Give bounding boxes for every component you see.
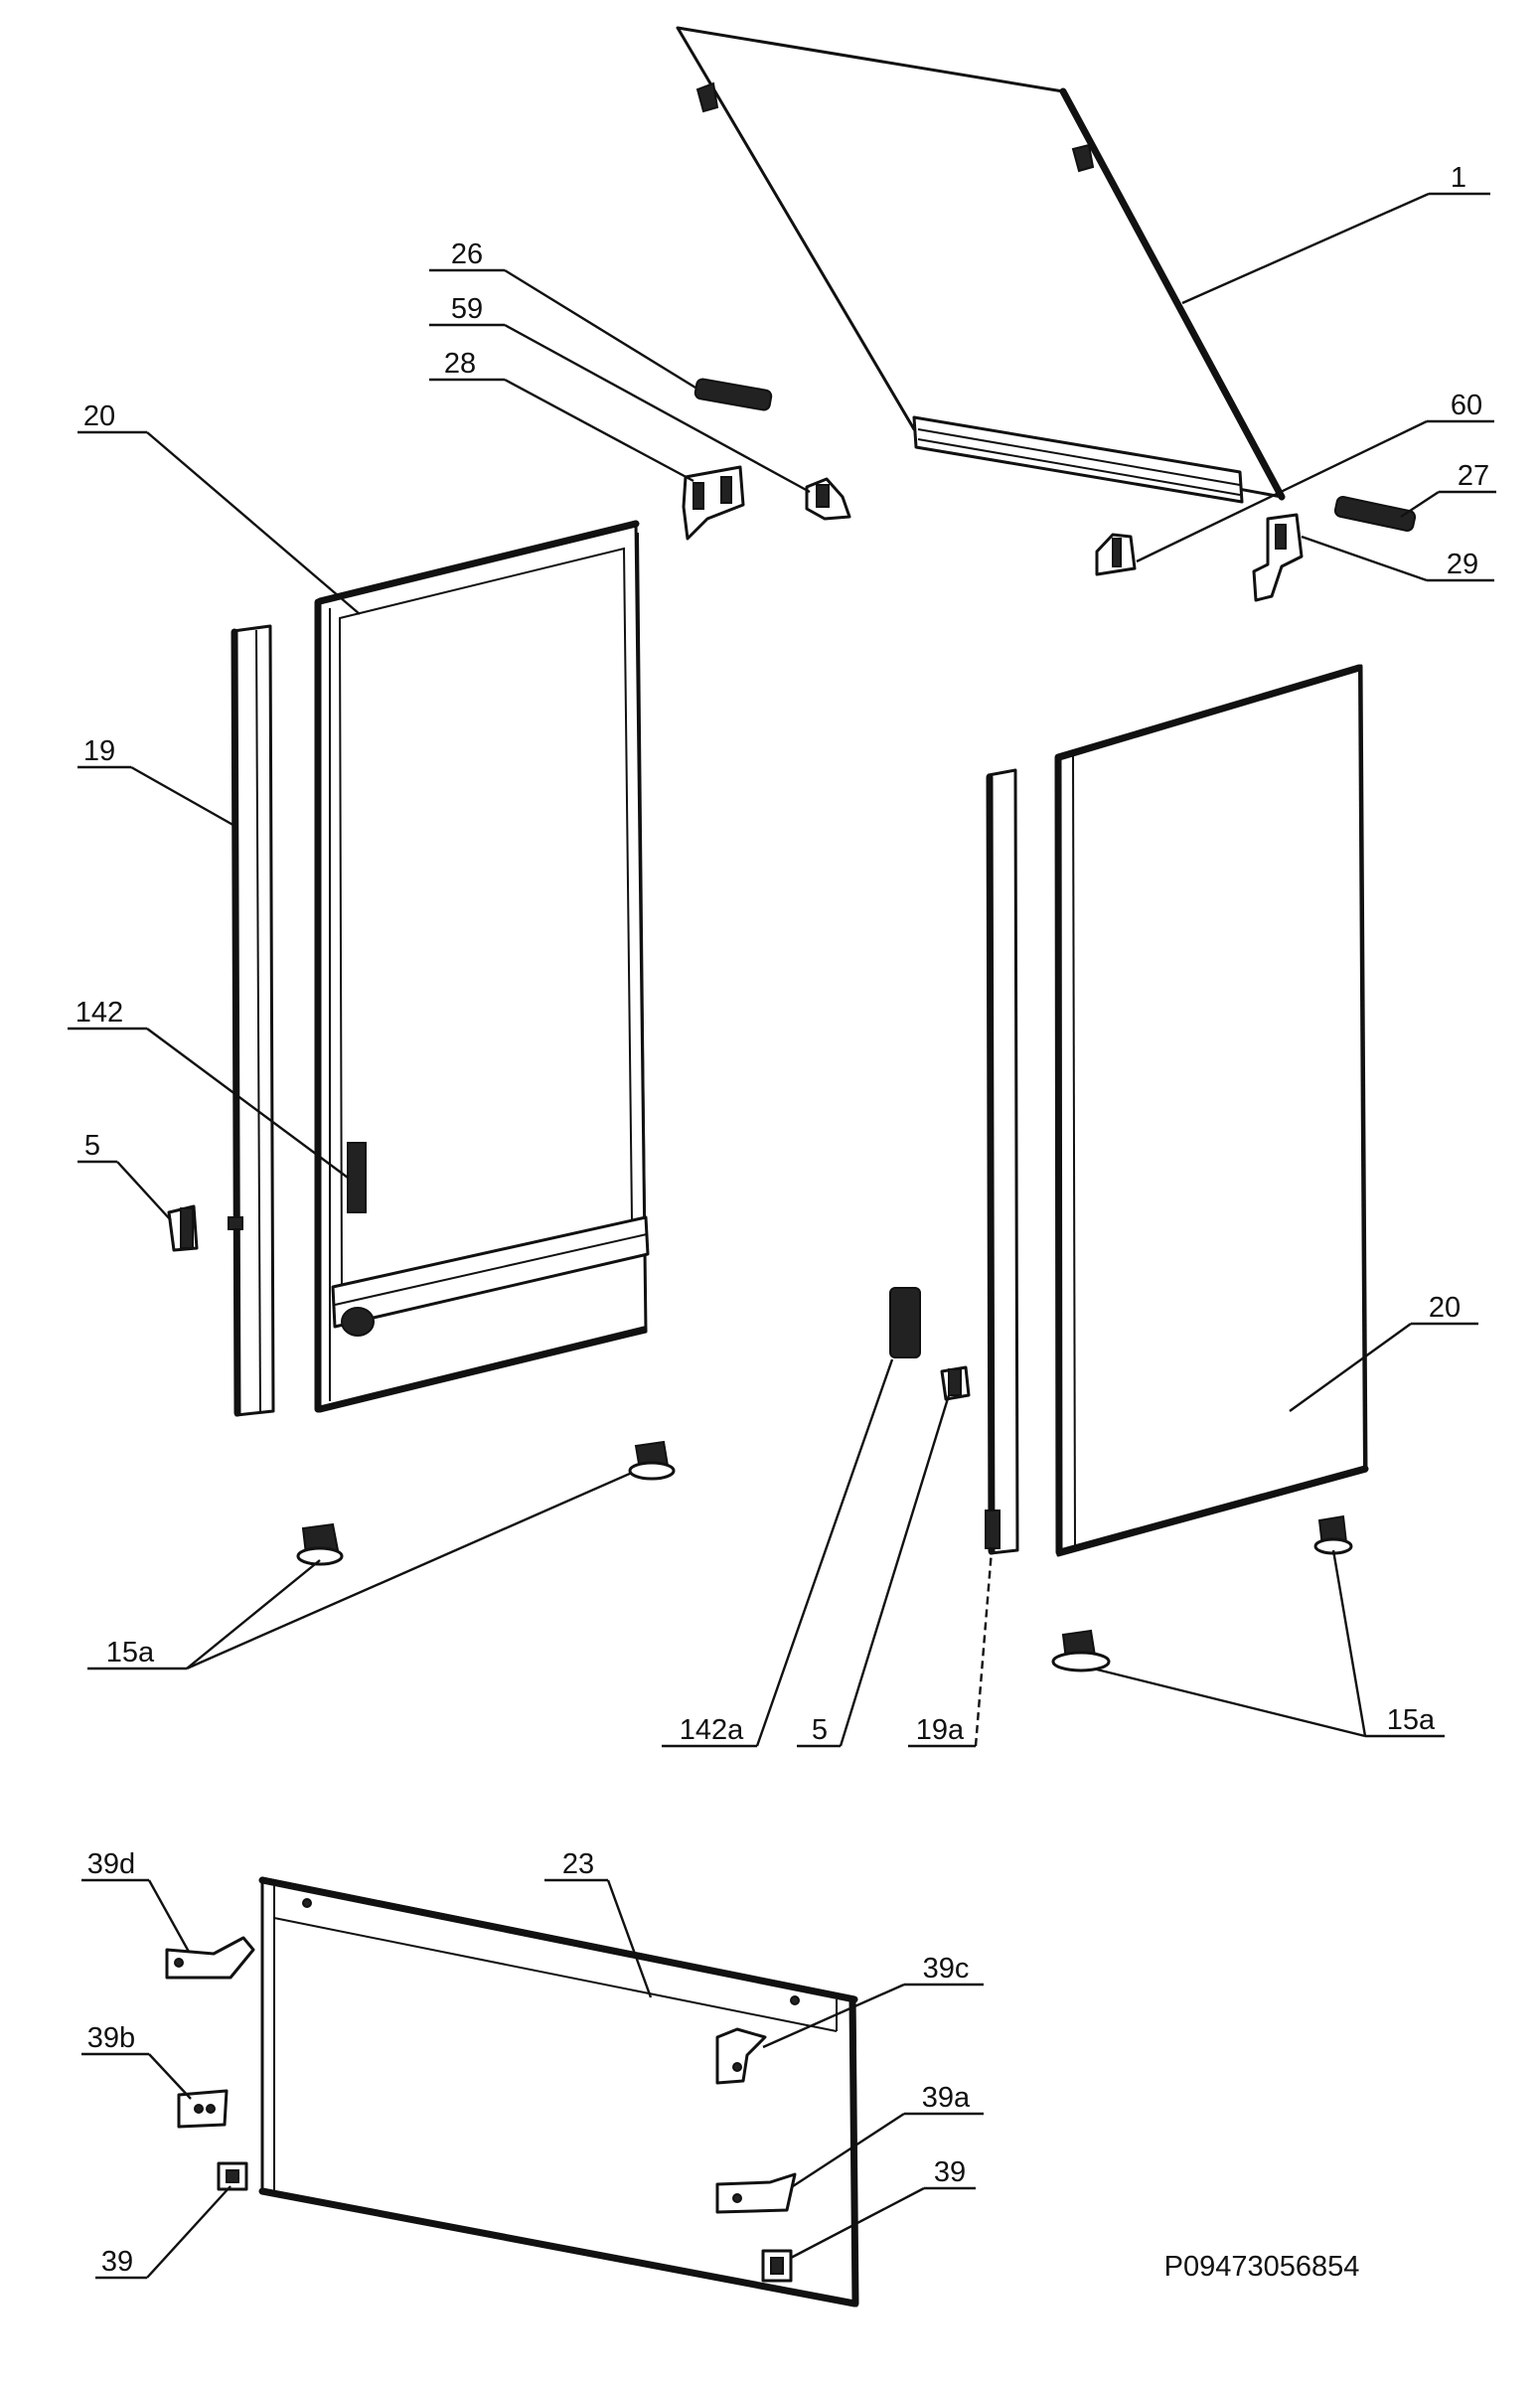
label-5-left-text: 5 <box>84 1130 100 1162</box>
part-1-top-panel <box>676 26 1286 504</box>
label-142-text: 142 <box>76 997 123 1029</box>
label-29-text: 29 <box>1447 549 1478 580</box>
label-15a-left-text: 15a <box>106 1637 155 1669</box>
label-27: 27 <box>1400 460 1496 519</box>
label-23: 23 <box>544 1848 653 1998</box>
label-60: 60 <box>1136 390 1494 563</box>
label-19: 19 <box>77 735 237 829</box>
part-15a-right-feet <box>1051 1514 1353 1672</box>
diagram-code: P09473056854 <box>1164 2251 1360 2283</box>
part-39-left-cap <box>217 2161 248 2191</box>
label-27-text: 27 <box>1458 460 1489 492</box>
label-15a-right: 15a <box>1096 1549 1445 1738</box>
label-20-right-text: 20 <box>1429 1292 1461 1324</box>
label-39-left: 39 <box>95 2185 231 2280</box>
part-26-hinge-spring <box>693 378 773 411</box>
part-60-clip <box>1095 533 1137 576</box>
part-39d-bracket <box>165 1936 255 1980</box>
part-5-right-clip <box>940 1365 971 1401</box>
label-19-text: 19 <box>83 735 115 767</box>
part-39c-bracket <box>715 2027 767 2085</box>
label-15a-left: 15a <box>87 1471 633 1670</box>
label-39c-text: 39c <box>923 1953 970 1985</box>
label-28-text: 28 <box>444 348 476 380</box>
label-39d-text: 39d <box>87 1848 135 1880</box>
label-142a-text: 142a <box>680 1714 744 1746</box>
label-5-right-text: 5 <box>812 1714 828 1746</box>
label-29: 29 <box>1301 535 1494 582</box>
part-20-right-door <box>1054 664 1369 1557</box>
part-39a-bracket <box>715 2172 797 2214</box>
label-23-text: 23 <box>562 1848 594 1880</box>
part-23-bottom-panel <box>258 1876 859 2307</box>
label-39-left-text: 39 <box>101 2246 133 2278</box>
part-29-hinge-bracket <box>1252 513 1304 602</box>
label-20-left: 20 <box>77 400 361 615</box>
label-1: 1 <box>1181 162 1490 305</box>
part-19-left-strip <box>228 624 275 1417</box>
label-39a-text: 39a <box>922 2082 971 2114</box>
label-142: 142 <box>68 997 349 1179</box>
label-39c: 39c <box>762 1953 984 2049</box>
label-142a: 142a <box>662 1358 894 1748</box>
label-28: 28 <box>429 348 694 483</box>
label-5-right: 5 <box>797 1394 951 1748</box>
label-15a-right-text: 15a <box>1387 1704 1436 1736</box>
part-142a-block <box>889 1287 921 1358</box>
part-28-hinge-bracket <box>682 465 745 541</box>
label-59: 59 <box>429 293 811 494</box>
label-60-text: 60 <box>1451 390 1482 421</box>
part-39-right-cap <box>761 2249 793 2283</box>
part-15a-left-feet <box>296 1440 676 1566</box>
label-39d: 39d <box>81 1848 191 1953</box>
part-5-left-clip <box>167 1204 199 1252</box>
label-1-text: 1 <box>1451 162 1466 194</box>
label-20-right: 20 <box>1289 1292 1478 1412</box>
label-19a: 19a <box>908 1549 994 1748</box>
label-59-text: 59 <box>451 293 483 325</box>
part-39b-bracket <box>177 2089 229 2129</box>
part-20-left-door <box>314 520 650 1413</box>
part-27-hinge-spring <box>1333 496 1417 532</box>
label-19a-text: 19a <box>916 1714 965 1746</box>
label-26: 26 <box>429 238 696 390</box>
label-39b-text: 39b <box>87 2022 135 2054</box>
label-39-right: 39 <box>790 2156 976 2260</box>
label-5-left: 5 <box>77 1130 172 1221</box>
label-20-left-text: 20 <box>83 400 115 432</box>
part-59-clip <box>805 477 851 521</box>
label-39-right-text: 39 <box>934 2156 966 2188</box>
part-19a-right-strip <box>985 768 1019 1555</box>
label-39a: 39a <box>792 2082 984 2188</box>
label-26-text: 26 <box>451 238 483 270</box>
label-39b: 39b <box>81 2022 192 2100</box>
